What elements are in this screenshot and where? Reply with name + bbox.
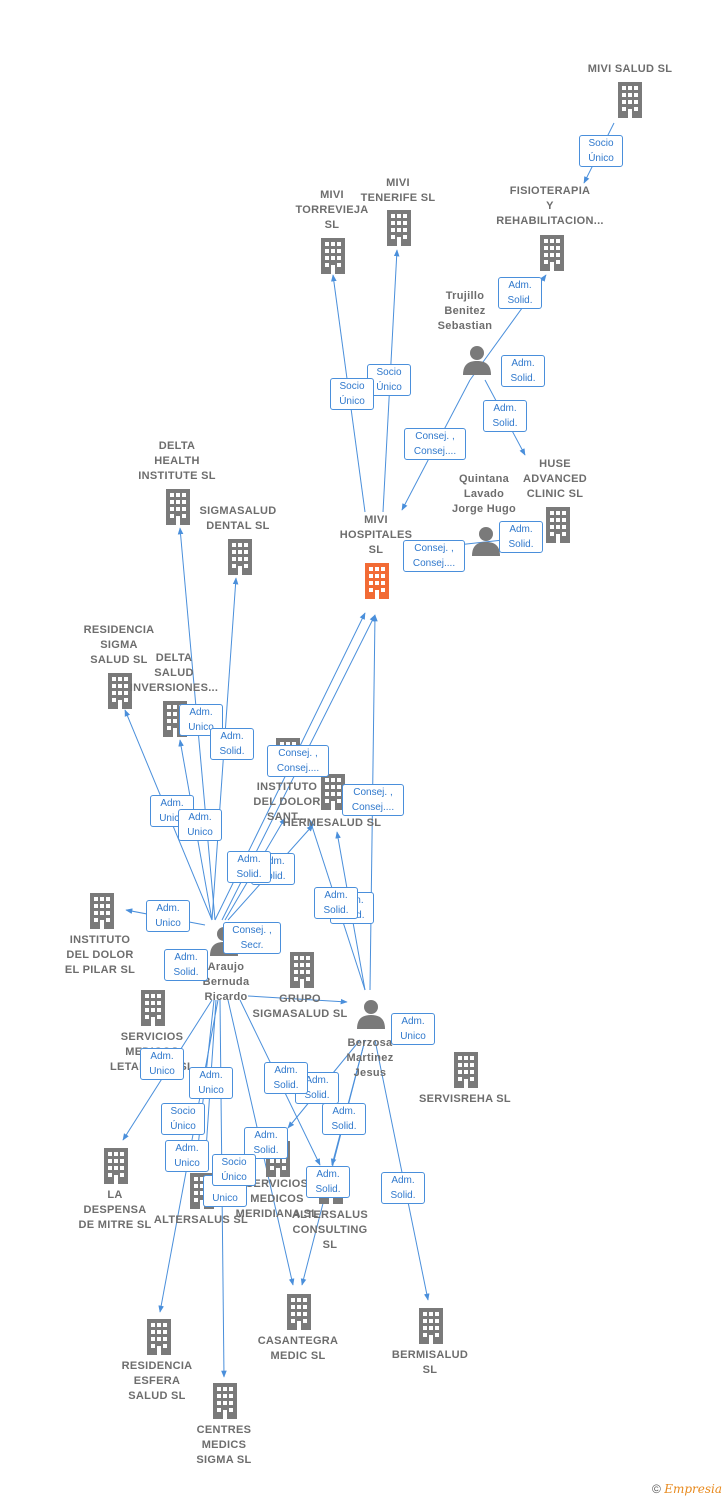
person-label: Quintana Lavado Jorge Hugo [451,473,517,515]
edge-label-socio-unico: Socio Único [579,135,623,167]
edge-label-adm-solid: Adm. Solid. [210,728,254,760]
company-label: MIVI TENERIFE SL [360,177,436,204]
footer-brand: © Empresia [652,1482,722,1496]
person-icon [472,527,500,556]
edge-label-consej-consej: Consej. , Consej.... [403,540,465,572]
edge-label-adm-solid: Adm. Solid. [164,949,208,981]
edge-label-adm-unico: Adm. Unico [178,809,222,841]
building-icon [287,1294,311,1330]
edge-label-adm-unico: Adm. Unico [189,1067,233,1099]
edge-label-adm-unico: Adm. Unico [179,704,223,736]
company-label: HERMESALUD SL [282,817,382,829]
company-label: SERVICIOS MEDICOS MERIDIANA SL [235,1178,319,1220]
building-icon [147,1319,171,1355]
edge-label-adm-solid: Adm. Solid. [244,1127,288,1159]
company-label: RESIDENCIA ESFERA SALUD SL [121,1360,193,1402]
company-label: INSTITUTO DEL DOLOR EL PILAR SL [64,934,136,976]
brand-name: Empresia [664,1482,722,1496]
company-label: MIVI SALUD SL [587,63,673,75]
building-icon [419,1308,443,1344]
edge-label-socio-unico: Socio Único [161,1103,205,1135]
edge-label-consej-consej: Consej. , Consej.... [267,745,329,777]
edge-line [300,1039,366,1286]
company-label: ALTERSALUS SL [153,1214,249,1226]
building-icon [387,210,411,246]
edge-label-adm-unico: Adm. Unico [146,900,190,932]
building-icon [454,1052,478,1088]
person-label: Berzosa Martinez Jesus [346,1037,394,1079]
edge-label-adm-solid: Adm. Solid. [498,277,542,309]
edge-label-consej-secr: Consej. , Secr. [223,922,281,954]
edge-label-adm-solid: Adm. Solid. [483,400,527,432]
company-label: DELTA SALUD INVERSIONES... [129,652,219,694]
edge-label-adm-solid: Adm. Solid. [306,1166,350,1198]
edge-line [374,1039,430,1301]
company-label: SERVISREHA SL [419,1093,511,1105]
company-label: INSTITUTO DEL DOLOR SANT... [253,781,321,823]
copyright-symbol: © [652,1482,661,1496]
company-label: DELTA HEALTH INSTITUTE SL [138,440,216,482]
building-icon [90,893,114,929]
building-icon [141,990,165,1026]
company-label: LA DESPENSA DE MITRE SL [78,1189,152,1231]
company-label: GRUPO SIGMASALUD SL [252,993,348,1020]
edge-label-adm-unico: Adm. Unico [391,1013,435,1045]
edge-label-adm-solid: Adm. Solid. [501,355,545,387]
building-icon [540,235,564,271]
company-label: CASANTEGRA MEDIC SL [257,1335,339,1362]
building-icon [321,238,345,274]
edge-label-adm-solid: Adm. Solid. [322,1103,366,1135]
edge-label-adm-solid: Adm. Solid. [314,887,358,919]
building-icon-focus [365,563,389,599]
edge-label-adm-solid: Adm. Solid. [264,1062,308,1094]
company-label: MIVI TORREVIEJA SL [295,189,369,231]
edge-label-socio-unico: Socio Único [330,378,374,410]
edge-label-adm-solid: Adm. Solid. [227,851,271,883]
edge-label-consej-consej: Consej. , Consej.... [342,784,404,816]
building-icon [228,539,252,575]
company-label: BERMISALUD SL [391,1349,469,1376]
person-label: Trujillo Benitez Sebastian [437,290,493,332]
edge-label-socio-unico: Socio Único [212,1154,256,1186]
building-icon [546,507,570,543]
edge-label-adm-unico: Adm. Unico [140,1048,184,1080]
company-label: FISIOTERAPIA Y REHABILITACION... [496,185,604,227]
company-label: SIGMASALUD DENTAL SL [199,505,277,532]
building-icon [213,1383,237,1419]
person-icon [463,346,491,375]
company-label: RESIDENCIA SIGMA SALUD SL [83,624,155,666]
person-label: Araujo Bernuda Ricardo [202,961,250,1003]
company-label: HUSE ADVANCED CLINIC SL [523,458,587,500]
edge-label-adm-solid: Adm. Solid. [499,521,543,553]
edge-label-adm-solid: Adm. Solid. [381,1172,425,1204]
company-label: ALTERSALUS CONSULTING SL [291,1209,369,1251]
edge-line [247,995,348,1005]
building-icon [618,82,642,118]
edge-label-adm-unico: Adm. Unico [165,1140,209,1172]
company-label: CENTRES MEDICS SIGMA SL [196,1424,252,1466]
edge-label-consej-consej: Consej. , Consej.... [404,428,466,460]
company-label: MIVI HOSPITALES SL [339,514,413,556]
building-icon [104,1148,128,1184]
building-icon [290,952,314,988]
person-icon [357,1000,385,1029]
